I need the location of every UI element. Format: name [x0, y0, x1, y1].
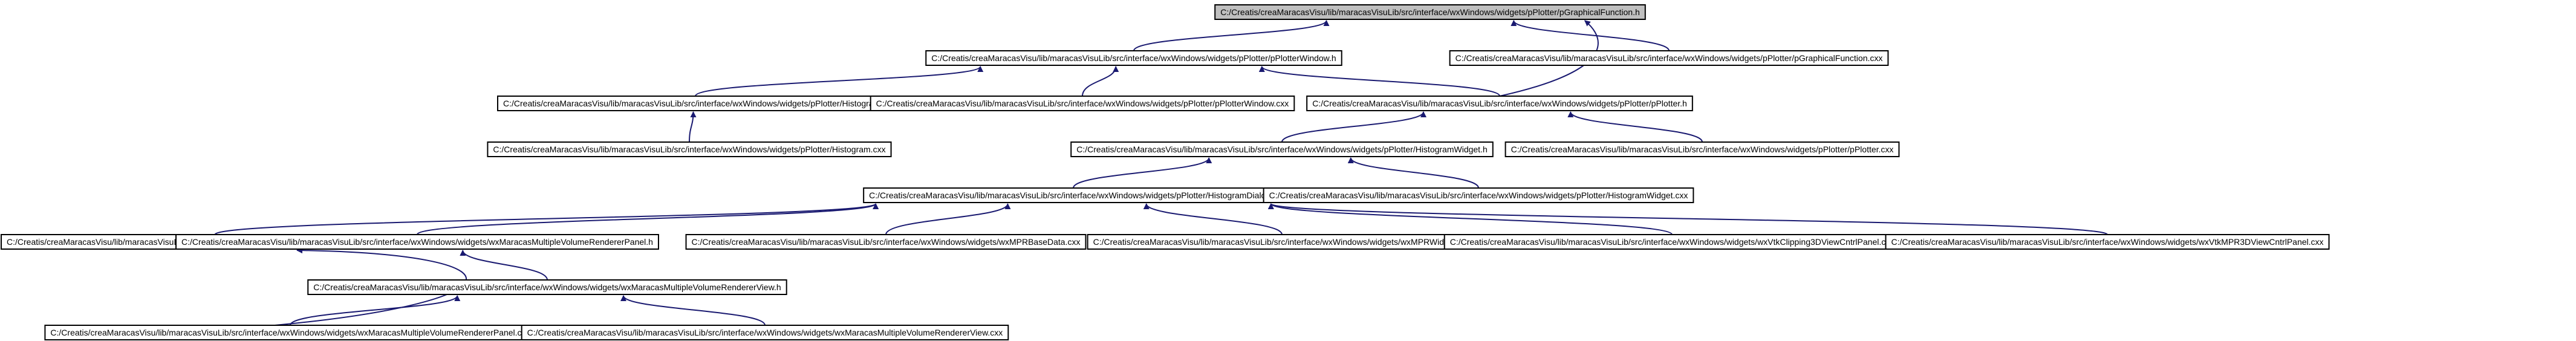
node-box — [497, 96, 894, 111]
graph-node[interactable]: C:/Creatis/creaMaracasVisu/lib/maracasVi… — [175, 234, 659, 250]
dependency-edge — [1073, 157, 1212, 189]
node-box — [1263, 187, 1694, 203]
graph-node[interactable]: C:/Creatis/creaMaracasVisu/lib/maracasVi… — [1449, 50, 1889, 66]
node-box — [870, 96, 1295, 111]
node-box — [925, 50, 1342, 66]
node-label: C:/Creatis/creaMaracasVisu/lib/maracasVi… — [869, 190, 1278, 200]
graph-node[interactable]: C:/Creatis/creaMaracasVisu/lib/maracasVi… — [1087, 234, 1477, 250]
node-label: C:/Creatis/creaMaracasVisu/lib/maracasVi… — [876, 99, 1289, 108]
node-label: C:/Creatis/creaMaracasVisu/lib/maracasVi… — [1450, 237, 1895, 247]
node-label: C:/Creatis/creaMaracasVisu/lib/maracasVi… — [313, 282, 781, 292]
node-label: C:/Creatis/creaMaracasVisu/lib/maracasVi… — [692, 237, 1081, 247]
graph-node[interactable]: C:/Creatis/creaMaracasVisu/lib/maracasVi… — [1214, 4, 1646, 20]
node-box — [1070, 141, 1494, 157]
node-label: C:/Creatis/creaMaracasVisu/lib/maracasVi… — [1891, 237, 2323, 247]
dependency-edge — [417, 203, 879, 235]
node-box — [1885, 234, 2330, 250]
node-label: C:/Creatis/creaMaracasVisu/lib/maracasVi… — [1269, 190, 1688, 200]
graph-node[interactable]: C:/Creatis/creaMaracasVisu/lib/maracasVi… — [863, 187, 1284, 203]
node-box — [307, 279, 787, 295]
graph-node[interactable]: C:/Creatis/creaMaracasVisu/lib/maracasVi… — [685, 234, 1087, 250]
graph-node[interactable]: C:/Creatis/creaMaracasVisu/lib/maracasVi… — [521, 325, 1009, 340]
root-node-box — [1214, 4, 1646, 20]
node-label: C:/Creatis/creaMaracasVisu/lib/maracasVi… — [50, 328, 530, 337]
node-label: C:/Creatis/creaMaracasVisu/lib/maracasVi… — [931, 53, 1336, 63]
node-box — [863, 187, 1284, 203]
node-box — [44, 325, 536, 340]
dependency-edge — [1268, 203, 2108, 235]
dependency-edge — [290, 295, 461, 326]
node-box — [685, 234, 1087, 250]
dependency-edge — [695, 66, 984, 97]
graph-node[interactable]: C:/Creatis/creaMaracasVisu/lib/maracasVi… — [1885, 234, 2330, 250]
node-box — [175, 234, 659, 250]
dependency-edge — [689, 111, 697, 143]
node-label: C:/Creatis/creaMaracasVisu/lib/maracasVi… — [503, 99, 888, 108]
graph-node[interactable]: C:/Creatis/creaMaracasVisu/lib/maracasVi… — [497, 96, 894, 111]
graph-node[interactable]: C:/Creatis/creaMaracasVisu/lib/maracasVi… — [925, 50, 1342, 66]
dependency-edge — [214, 203, 879, 235]
node-label: C:/Creatis/creaMaracasVisu/lib/maracasVi… — [1220, 7, 1640, 17]
dependency-edge — [1281, 111, 1426, 143]
graph-node[interactable]: C:/Creatis/creaMaracasVisu/lib/maracasVi… — [1070, 141, 1494, 157]
graph-node[interactable]: C:/Creatis/creaMaracasVisu/lib/maracasVi… — [1443, 234, 1901, 250]
dependency-edge — [1258, 66, 1500, 97]
dependency-edge — [1347, 157, 1479, 189]
dependency-edge — [1133, 20, 1330, 51]
node-box — [487, 141, 892, 157]
node-label: C:/Creatis/creaMaracasVisu/lib/maracasVi… — [527, 328, 1003, 337]
node-box — [1449, 50, 1889, 66]
node-label: C:/Creatis/creaMaracasVisu/lib/maracasVi… — [1511, 145, 1894, 154]
node-box — [521, 325, 1009, 340]
graph-node[interactable]: C:/Creatis/creaMaracasVisu/lib/maracasVi… — [1306, 96, 1693, 111]
dependency-edge — [1082, 66, 1119, 97]
graph-node[interactable]: C:/Creatis/creaMaracasVisu/lib/maracasVi… — [1504, 141, 1900, 157]
dependency-edge — [1268, 203, 1673, 235]
graph-node[interactable]: C:/Creatis/creaMaracasVisu/lib/maracasVi… — [1263, 187, 1694, 203]
node-label: C:/Creatis/creaMaracasVisu/lib/maracasVi… — [493, 145, 885, 154]
graph-node[interactable]: C:/Creatis/creaMaracasVisu/lib/maracasVi… — [487, 141, 892, 157]
node-box — [1504, 141, 1900, 157]
node-label: C:/Creatis/creaMaracasVisu/lib/maracasVi… — [1076, 145, 1488, 154]
graph-node[interactable]: C:/Creatis/creaMaracasVisu/lib/maracasVi… — [44, 325, 536, 340]
dependency-edge — [1511, 20, 1670, 51]
dependency-edge — [1143, 203, 1283, 235]
dependency-edge — [620, 295, 766, 326]
node-label: C:/Creatis/creaMaracasVisu/lib/maracasVi… — [181, 237, 653, 247]
dependency-edge — [1567, 111, 1703, 143]
graph-node[interactable]: C:/Creatis/creaMaracasVisu/lib/maracasVi… — [870, 96, 1295, 111]
node-box — [1306, 96, 1693, 111]
node-label: C:/Creatis/creaMaracasVisu/lib/maracasVi… — [1312, 99, 1687, 108]
dependency-edge — [460, 250, 548, 281]
node-label: C:/Creatis/creaMaracasVisu/lib/maracasVi… — [1093, 237, 1471, 247]
graph-node[interactable]: C:/Creatis/creaMaracasVisu/lib/maracasVi… — [307, 279, 787, 295]
node-label: C:/Creatis/creaMaracasVisu/lib/maracasVi… — [1456, 53, 1883, 63]
dependency-edge — [885, 203, 1011, 235]
